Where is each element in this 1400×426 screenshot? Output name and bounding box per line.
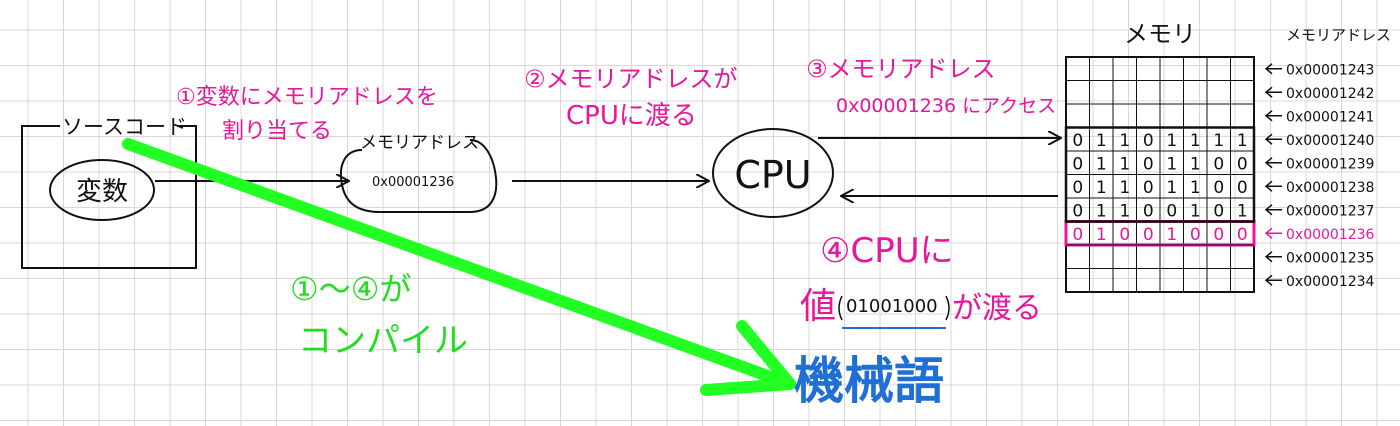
memory-bit: 0 bbox=[1072, 178, 1083, 198]
memory-bit: 0 bbox=[1143, 225, 1154, 245]
memory-title: メモリ bbox=[1124, 20, 1196, 48]
memory-address-label: 0x00001240 bbox=[1286, 133, 1374, 149]
variable-ellipse bbox=[49, 159, 155, 221]
memory-bit: 0 bbox=[1237, 155, 1248, 175]
memory-address-label: 0x00001239 bbox=[1286, 157, 1374, 173]
memory-address-label: 0x00001235 bbox=[1286, 251, 1374, 267]
memory-bit: 1 bbox=[1166, 155, 1177, 175]
memory-bit: 0 bbox=[1143, 202, 1154, 222]
memory-address-label: 0x00001236 bbox=[1286, 227, 1375, 243]
memory-bit: 0 bbox=[1119, 225, 1130, 245]
memory-address-header: メモリアドレス bbox=[1286, 26, 1391, 44]
memory-address-box-label: メモリアドレス bbox=[360, 133, 479, 153]
memory-bit: 1 bbox=[1166, 225, 1177, 245]
source-code-box bbox=[21, 125, 197, 269]
address-pointer-head bbox=[1264, 227, 1273, 239]
memory-bit: 0 bbox=[1072, 131, 1083, 151]
step1-line1: ①変数にメモリアドレスを bbox=[176, 85, 438, 110]
step4-line1: ④CPUに bbox=[820, 231, 954, 271]
compile-arrow bbox=[122, 138, 796, 396]
memory-bit: 1 bbox=[1237, 202, 1248, 222]
memory-address-label: 0x00001242 bbox=[1286, 86, 1374, 102]
machine-code-label: 機械語 bbox=[794, 352, 944, 410]
memory-bit: 0 bbox=[1143, 178, 1154, 198]
cpu-label: CPU bbox=[734, 153, 811, 197]
step4-value-prefix: 値 bbox=[800, 286, 836, 327]
memory-address-bubble bbox=[340, 139, 498, 213]
memory-bit: 1 bbox=[1190, 178, 1201, 198]
memory-bit: 1 bbox=[1119, 131, 1130, 151]
memory-bit: 0 bbox=[1072, 155, 1083, 175]
memory-bit: 1 bbox=[1119, 178, 1130, 198]
step3-line2: 0x00001236 にアクセス bbox=[836, 95, 1056, 117]
step2-line2: CPUに渡る bbox=[566, 101, 697, 131]
memory-bit: 1 bbox=[1213, 131, 1224, 151]
memory-bit: 0 bbox=[1072, 225, 1083, 245]
address-pointer-head bbox=[1264, 133, 1273, 145]
memory-bit: 1 bbox=[1119, 202, 1130, 222]
memory-bit: 1 bbox=[1166, 178, 1177, 198]
memory-bit: 1 bbox=[1096, 225, 1107, 245]
memory-bit: 0 bbox=[1190, 225, 1201, 245]
memory-bit: 0 bbox=[1143, 155, 1154, 175]
memory-bit: 0 bbox=[1213, 155, 1224, 175]
step1-line2: 割り当てる bbox=[222, 119, 332, 144]
step4-value-parens bbox=[838, 295, 950, 321]
memory-bit: 1 bbox=[1119, 155, 1130, 175]
memory-bit: 1 bbox=[1237, 131, 1248, 151]
step3-line1: ③メモリアドレス bbox=[806, 55, 996, 83]
memory-bit: 1 bbox=[1166, 131, 1177, 151]
memory-address-label: 0x00001234 bbox=[1286, 274, 1375, 290]
data-block-outline bbox=[1064, 126, 1256, 223]
step4-line2-suffix: が渡る bbox=[952, 291, 1042, 326]
step4-value: 01001000 bbox=[846, 296, 938, 317]
memory-bit: 1 bbox=[1096, 202, 1107, 222]
memory-address-label: 0x00001237 bbox=[1286, 204, 1374, 220]
memory-bit: 0 bbox=[1213, 202, 1224, 222]
memory-bit: 0 bbox=[1213, 178, 1224, 198]
address-pointer-head bbox=[1264, 180, 1273, 192]
memory-address-label: 0x00001241 bbox=[1286, 110, 1374, 126]
address-pointer-head bbox=[1264, 274, 1273, 286]
memory-bit: 0 bbox=[1213, 225, 1224, 245]
address-pointer-head bbox=[1264, 63, 1273, 75]
memory-bit: 1 bbox=[1096, 178, 1107, 198]
address-pointer-head bbox=[1264, 86, 1273, 98]
step2-line1: ②メモリアドレスが bbox=[524, 65, 738, 93]
address-pointer-head bbox=[1264, 251, 1273, 263]
address-pointer-head bbox=[1264, 157, 1273, 169]
address-pointer-head bbox=[1264, 110, 1273, 122]
memory-bit: 1 bbox=[1190, 202, 1201, 222]
address-pointer-head bbox=[1264, 204, 1273, 216]
memory-bit: 1 bbox=[1096, 155, 1107, 175]
memory-bit: 0 bbox=[1237, 225, 1248, 245]
memory-address-box-value: 0x00001236 bbox=[372, 175, 454, 190]
compile-note-line1: ①〜④が bbox=[290, 270, 411, 308]
memory-bit: 0 bbox=[1072, 202, 1083, 222]
memory-bit: 1 bbox=[1096, 131, 1107, 151]
compile-note-line2: コンパイル bbox=[298, 321, 468, 361]
source-code-label: ソースコード bbox=[62, 115, 187, 139]
memory-bit: 0 bbox=[1143, 131, 1154, 151]
memory-bit: 1 bbox=[1190, 131, 1201, 151]
memory-bit: 0 bbox=[1237, 178, 1248, 198]
memory-bit: 0 bbox=[1166, 202, 1177, 222]
cpu-ellipse bbox=[712, 128, 834, 218]
memory-address-label: 0x00001243 bbox=[1286, 63, 1374, 79]
variable-label: 変数 bbox=[76, 177, 128, 207]
memory-address-label: 0x00001238 bbox=[1286, 180, 1374, 196]
memory-bit: 1 bbox=[1190, 155, 1201, 175]
